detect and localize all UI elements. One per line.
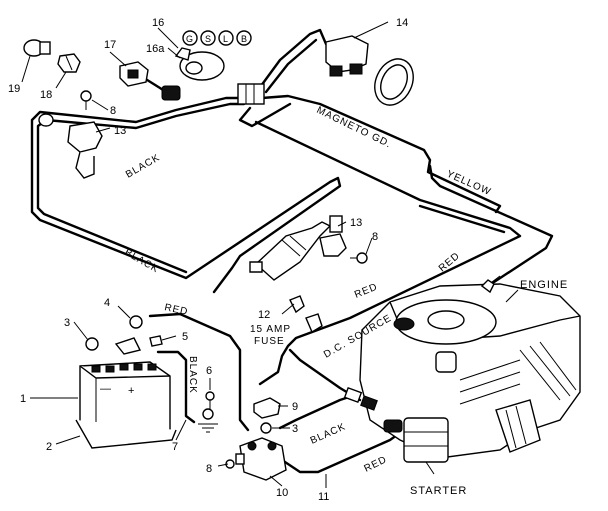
safety-switch-14 — [325, 35, 369, 77]
label-engine: ENGINE — [520, 279, 568, 291]
bulb-socket — [57, 53, 81, 73]
screw-8-middle — [350, 252, 368, 264]
headlight-bulb — [23, 39, 51, 57]
engine-connector — [343, 387, 378, 411]
callout-19: 19 — [8, 83, 20, 95]
label-magneto: MAGNETO GD. — [315, 105, 393, 151]
callout-14: 14 — [396, 17, 408, 29]
callout-8-lower: 8 — [206, 463, 212, 475]
interlock-switch-left — [38, 113, 103, 179]
label-black-battery: BLACK — [187, 356, 198, 394]
callout-6: 6 — [206, 365, 212, 377]
callout-9: 9 — [292, 401, 298, 413]
callout-10: 10 — [276, 487, 288, 499]
red-wire-dc — [254, 120, 522, 386]
callout-13-middle: 13 — [350, 217, 362, 229]
callout-8-middle: 8 — [372, 231, 378, 243]
label-fuse: FUSE — [254, 336, 285, 347]
callout-12: 12 — [258, 309, 270, 321]
spark-plug-lead — [480, 275, 501, 294]
starter-solenoid — [235, 437, 287, 481]
starter-motor — [383, 417, 449, 463]
component-labels: ENGINE STARTER 15 AMP FUSE — [250, 279, 568, 497]
callout-18: 18 — [40, 89, 52, 101]
battery-black-wire — [156, 350, 196, 424]
callout-3-upper: 3 — [64, 317, 70, 329]
fuse-holder — [289, 295, 323, 334]
terminal-cap — [253, 397, 281, 419]
mounting-bracket — [249, 221, 332, 281]
nut-3-lower — [260, 422, 272, 434]
connector-17 — [119, 61, 149, 87]
label-black-upper: BLACK — [124, 152, 162, 180]
callout-8-upper: 8 — [110, 105, 116, 117]
battery-minus: — — [100, 383, 112, 395]
label-starter: STARTER — [410, 485, 467, 497]
callout-5: 5 — [182, 331, 188, 343]
interlock-switch-middle — [319, 215, 347, 257]
wire-to-switch-14 — [256, 28, 328, 92]
callout-4: 4 — [104, 297, 110, 309]
black-wire-upper — [30, 96, 342, 294]
terminal-l-label: L — [223, 34, 228, 44]
switch-terminals: G S L B — [182, 30, 252, 46]
label-black-lower: BLACK — [123, 247, 161, 275]
switch-ring — [374, 58, 414, 106]
battery-red-wire — [148, 312, 250, 432]
label-red-bottom: RED — [362, 454, 389, 474]
terminal-g-label: G — [186, 34, 193, 44]
yellow-wire — [428, 164, 554, 288]
label-fuse-amp: 15 AMP — [250, 324, 291, 335]
red-wire-dc-b — [418, 204, 506, 234]
engine — [359, 283, 581, 459]
ground-screw — [198, 391, 218, 433]
callout-16: 16 — [152, 17, 164, 29]
magneto-ground-wire — [260, 94, 502, 214]
battery-tray — [75, 419, 177, 449]
callout-3-lower: 3 — [292, 423, 298, 435]
terminal-s-label: S — [205, 34, 211, 44]
magneto-ground-wire-b — [238, 102, 292, 128]
harness-connector — [237, 83, 265, 105]
callout-17: 17 — [104, 39, 116, 51]
label-red-mid: RED — [353, 282, 379, 301]
callout-1: 1 — [20, 393, 26, 405]
battery-plus: + — [128, 385, 135, 397]
leader-lines — [21, 21, 519, 488]
callout-11: 11 — [318, 491, 329, 503]
callout-2: 2 — [46, 441, 52, 453]
battery-terminals — [85, 315, 163, 355]
terminal-b-label: B — [241, 34, 247, 44]
callout-7: 7 — [172, 441, 178, 453]
battery: — + — [79, 361, 171, 441]
callout-13-upper: 13 — [114, 125, 126, 137]
screw-8-upper — [80, 90, 92, 110]
label-red-battery: RED — [163, 302, 189, 318]
label-black-solenoid: BLACK — [309, 421, 348, 446]
wire-to-switch-14-b — [264, 38, 318, 94]
callout-numbers: 19 18 17 16 16a 14 8 13 13 8 12 4 3 5 1 … — [8, 17, 408, 503]
ignition-switch — [161, 47, 225, 101]
callout-16a: 16a — [146, 43, 165, 55]
